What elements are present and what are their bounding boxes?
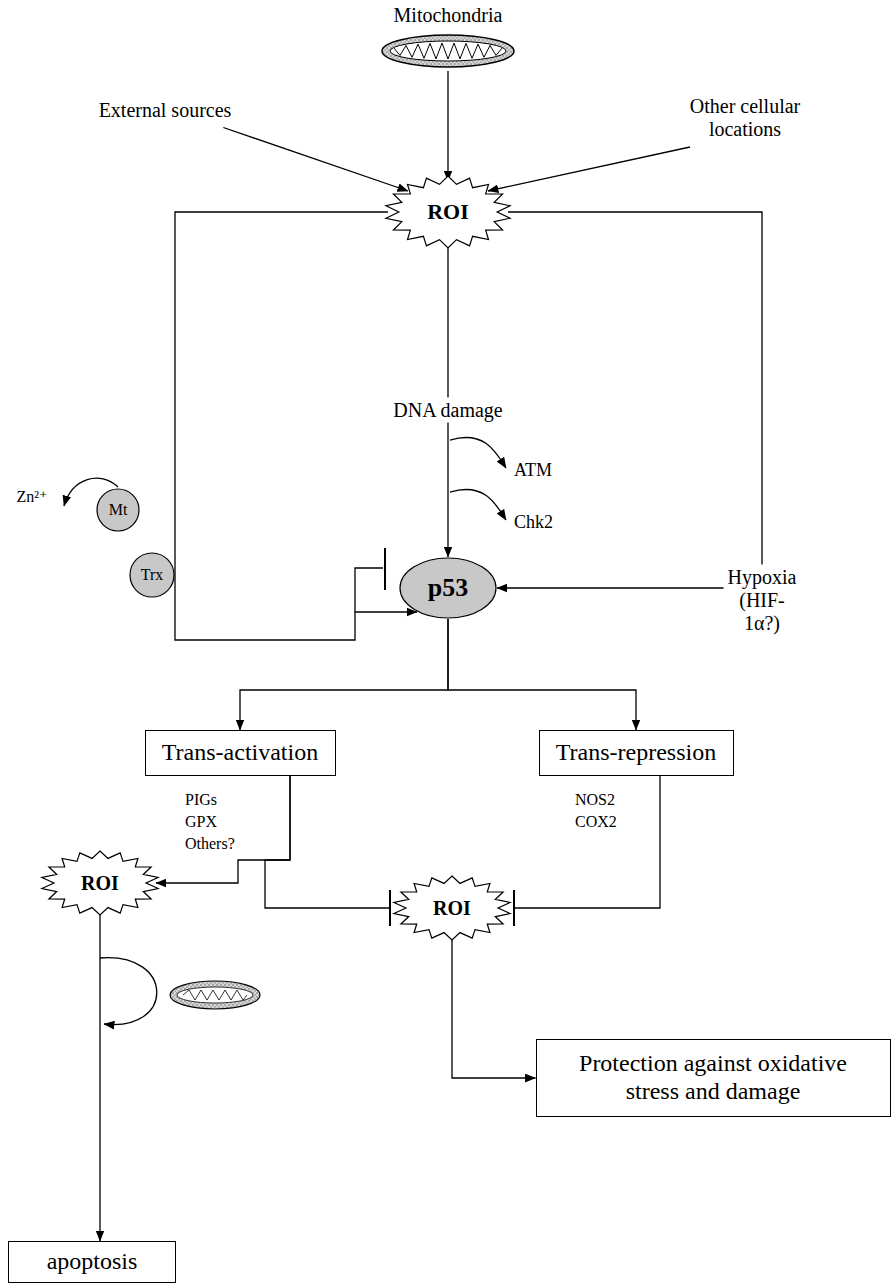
node-text: apoptosis xyxy=(47,1248,138,1276)
arrow-connector xyxy=(497,212,762,588)
annotation-label: Others? xyxy=(185,835,235,853)
process-box: Trans-activation xyxy=(145,730,336,776)
annotation-label: Chk2 xyxy=(514,512,553,533)
mitochondrion-icon xyxy=(170,981,260,1009)
starburst-node: ROI xyxy=(392,875,512,941)
node-text: ROI xyxy=(427,199,469,224)
source-arrow xyxy=(488,147,690,191)
annotation-label: Other cellular locations xyxy=(670,95,820,141)
arrow-connector xyxy=(175,212,417,640)
mitochondrion-cristae xyxy=(394,43,502,59)
arrow-connector xyxy=(99,910,100,1241)
source-arrow xyxy=(223,128,408,192)
mitochondrion-outer xyxy=(382,35,514,67)
grey-ellipse xyxy=(97,489,139,531)
annotation-label: GPX xyxy=(185,813,217,831)
node-text: Trx xyxy=(141,566,164,584)
starburst-node: ROI xyxy=(40,850,160,916)
mitochondrion-node: Mitochondria xyxy=(378,4,518,71)
grey-ellipse xyxy=(400,558,496,618)
mitochondrion-inner xyxy=(177,987,253,1003)
bracket-branch xyxy=(355,568,383,612)
protein-ellipse: p53 xyxy=(399,557,497,619)
node-text: Trans-repression xyxy=(556,739,716,767)
annotation-label: PIGs xyxy=(185,791,217,809)
connector-label: Hypoxia (HIF-1α?) xyxy=(724,565,801,636)
node-text: Protection against oxidative stress and … xyxy=(551,1050,876,1105)
node-heading: Mitochondria xyxy=(394,4,503,27)
mitochondrion-cristae xyxy=(183,990,247,1000)
starburst-shape xyxy=(42,851,158,915)
mitochondrion-loop-arrow xyxy=(100,958,157,1025)
process-box: Trans-repression xyxy=(539,730,734,776)
node-text: Trans-activation xyxy=(162,739,318,767)
source-arrows xyxy=(223,128,690,192)
node-text: Mt xyxy=(109,501,128,519)
kinase-arrow xyxy=(450,437,506,468)
arrow-connector xyxy=(452,935,536,1078)
protein-circle: Mt xyxy=(96,488,140,532)
mitochondrion-inner xyxy=(390,41,506,61)
node-text: p53 xyxy=(428,573,468,603)
kinase-arrow xyxy=(450,489,506,520)
annotation-label: NOS2 xyxy=(575,791,615,809)
process-box: apoptosis xyxy=(8,1241,176,1283)
inhibition-bar xyxy=(384,548,386,590)
arrow-connector xyxy=(448,619,636,730)
arrow-connector xyxy=(156,776,290,883)
annotation-label: Zn²⁺ xyxy=(16,488,47,506)
node-text: ROI xyxy=(433,897,471,920)
arrow-connector xyxy=(447,71,448,181)
starburst-shape xyxy=(394,876,510,940)
process-box: Protection against oxidative stress and … xyxy=(536,1039,891,1117)
annotation-label: External sources xyxy=(99,99,232,122)
starburst-node: ROI xyxy=(384,175,512,249)
grey-ellipse xyxy=(130,553,174,597)
node-text: ROI xyxy=(81,872,119,895)
starburst-shape xyxy=(386,176,510,248)
arrow-connector xyxy=(240,619,448,730)
protein-circle: Trx xyxy=(129,552,175,598)
connector-label: DNA damage xyxy=(389,398,506,423)
annotation-label: COX2 xyxy=(575,813,617,831)
annotation-label: ATM xyxy=(514,460,552,481)
inhibition-connector xyxy=(265,776,390,908)
mitochondrion-picture xyxy=(378,31,518,71)
inhibition-connector xyxy=(514,776,660,908)
